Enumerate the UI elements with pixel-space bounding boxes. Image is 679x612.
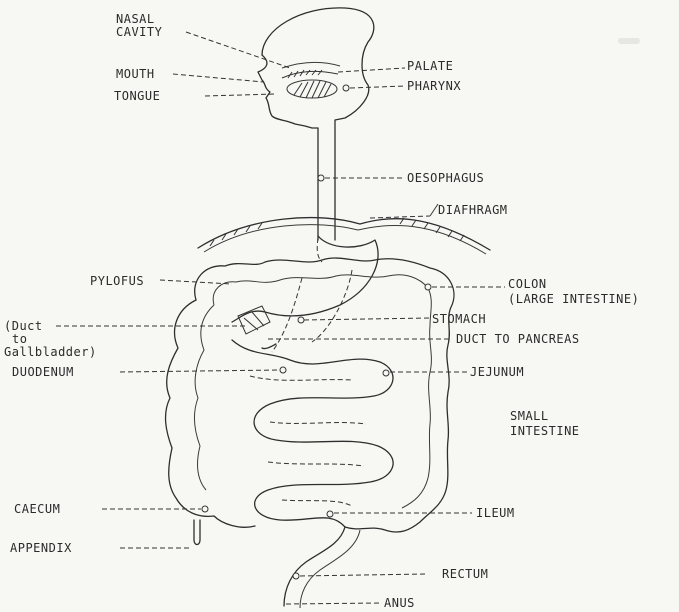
label-pylorus: PYLOFUS xyxy=(90,275,144,288)
label-anus: ANUS xyxy=(384,597,415,610)
label-tongue: TONGUE xyxy=(114,90,160,103)
label-stomach: STOMACH xyxy=(432,313,486,326)
label-oesophagus: OESOPHAGUS xyxy=(407,172,484,185)
label-diaphragm: DIAFHRAGM xyxy=(438,204,508,217)
label-pharynx: PHARYNX xyxy=(407,80,461,93)
colon-shape xyxy=(195,258,454,532)
label-colon: COLON(LARGE INTESTINE) xyxy=(508,278,639,306)
colon-inner xyxy=(213,275,431,508)
rectum-shape xyxy=(284,527,345,606)
label-mouth: MOUTH xyxy=(116,68,155,81)
label-duct-to-pancreas: DUCT TO PANCREAS xyxy=(456,333,580,346)
tongue-shape xyxy=(287,80,337,98)
label-caecum: CAECUM xyxy=(14,503,60,516)
label-ileum: ILEUM xyxy=(476,507,515,520)
label-jejunum: JEJUNUM xyxy=(470,366,524,379)
label-appendix: APPENDIX xyxy=(10,542,72,555)
nasal-cavity-shape xyxy=(282,62,340,68)
label-duodenum: DUODENUM xyxy=(12,366,74,379)
appendix-shape xyxy=(194,520,200,545)
face-profile xyxy=(258,55,318,240)
label-rectum: RECTUM xyxy=(442,568,488,581)
tongue-hatching xyxy=(294,81,331,98)
diaphragm-shape xyxy=(198,218,490,250)
label-palate: PALATE xyxy=(407,60,453,73)
